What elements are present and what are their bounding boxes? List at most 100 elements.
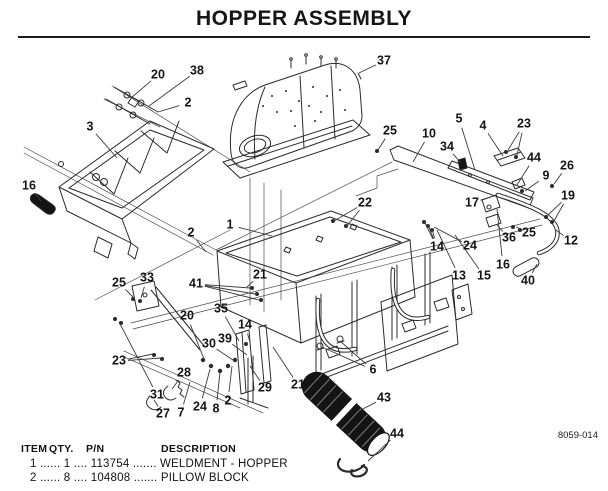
callout-24: 24 [193,399,207,413]
callout-12: 12 [564,233,578,247]
leader-line [515,226,521,230]
leader-line [183,381,191,405]
callout-22: 22 [358,195,372,209]
tray-weldment-art [58,120,215,260]
callout-21: 21 [253,267,267,281]
callout-21: 21 [291,377,305,391]
leader-line [204,284,251,289]
leader-line [196,239,207,253]
drawing-number: 8059-014 [557,430,598,441]
callout-25: 25 [112,275,126,289]
callout-40: 40 [521,273,535,287]
title-divider [18,36,590,38]
callout-44: 44 [390,426,404,440]
leader-line [127,353,154,360]
callout-38: 38 [190,63,204,77]
leader-line [553,203,564,222]
leader-line [189,324,205,360]
callout-31: 31 [150,387,164,401]
callout-37: 37 [377,53,391,67]
leader-line [247,333,251,343]
leader-line [507,131,520,151]
callout-16: 16 [22,178,36,192]
callout-26: 26 [560,158,574,172]
callout-43: 43 [377,390,391,404]
callout-27: 27 [156,406,170,420]
leader-line [436,229,456,269]
bolt-hardware [113,149,554,374]
leader-line [412,141,425,163]
callout-5: 5 [456,111,463,125]
leader-line [153,399,159,407]
leader-line [367,439,391,462]
right-frame-art [389,145,560,277]
leader-line [321,346,365,367]
under-frame-art [235,251,473,409]
page-title: HOPPER ASSEMBLY [196,7,412,30]
leader-line [246,280,254,288]
table-row: 2 ...... 8 .... 104808 ....... PILLOW BL… [30,471,249,484]
callout-44: 44 [527,150,541,164]
callout-41: 41 [189,276,203,290]
callout-36: 36 [502,230,516,244]
leader-line [272,346,294,378]
leader-line [216,348,237,363]
leader-line [524,180,539,192]
leader-line [531,263,538,274]
callout-1: 1 [227,217,234,231]
leader-line [346,209,360,227]
leader-line [431,228,436,239]
leader-line [125,289,134,298]
leader-line [555,229,564,237]
leader-line [496,224,504,232]
callout-7: 7 [178,405,185,419]
leader-line [238,226,273,237]
callout-2: 2 [225,393,232,407]
callout-28: 28 [177,365,191,379]
leader-line [358,401,377,412]
leader-line [516,165,530,186]
hopper-cover-art [222,53,371,179]
callout-39: 39 [218,331,232,345]
callout-10: 10 [422,126,436,140]
leader-line [377,138,386,151]
leader-line [228,365,233,393]
parts-table-rows: 1 ...... 1 .... 113754 ....... WELDMENT … [21,458,288,485]
callout-24: 24 [463,238,477,252]
leader-line [95,133,118,159]
leader-line [118,321,154,388]
callout-2: 2 [185,95,192,109]
leader-line [34,192,42,202]
callout-6: 6 [370,362,377,376]
leader-line [452,153,462,164]
callout-25: 25 [383,123,397,137]
callout-4: 4 [480,118,487,132]
leader-line [547,201,562,216]
callout-20: 20 [180,308,194,322]
leader-line [232,343,248,356]
table-header-description: DESCRIPTION [161,443,237,455]
table-header-qty: QTY. [49,443,74,455]
leader-line [140,286,145,299]
guide-lines [23,85,543,414]
leader-line [553,173,563,185]
callout-2: 2 [188,225,195,239]
leader-line [148,75,190,107]
cover-rivets [262,86,346,127]
table-header-item: ITEM [21,443,48,455]
leader-line [487,133,504,157]
leader-line [204,285,260,301]
leader-line [171,379,179,390]
left-linkage-art [29,86,206,411]
callout-19: 19 [561,188,575,202]
callout-17: 17 [465,195,479,209]
leader-line [358,64,377,74]
table-header-pn: P/N [86,443,105,455]
leader-line [496,208,503,257]
callout-29: 29 [258,380,272,394]
leader-line [461,127,476,171]
callout-16: 16 [496,257,510,271]
callout-33: 33 [140,270,154,284]
